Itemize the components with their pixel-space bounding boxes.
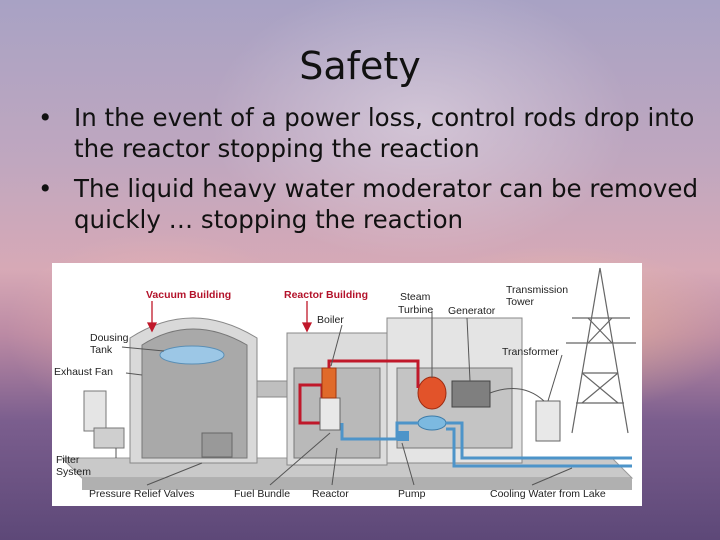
bullet-text: The liquid heavy water moderator can be … <box>74 174 699 234</box>
steam-pipe <box>327 359 420 388</box>
label-boiler: Boiler <box>317 314 344 326</box>
arrow-head <box>146 322 158 333</box>
label-transmission: Transmission <box>506 284 568 296</box>
filter-unit <box>201 432 233 458</box>
bullet-item: • In the event of a power loss, control … <box>36 102 706 164</box>
cooling-water-pipe-2 <box>446 427 632 468</box>
leader-lines <box>115 311 573 486</box>
label-cooling-water: Cooling Water from Lake <box>490 488 606 500</box>
generator-unit <box>451 380 491 408</box>
label-reactor: Reactor <box>312 488 349 500</box>
steam-turbine <box>417 376 447 410</box>
connecting-duct <box>256 380 288 398</box>
bullet-list: • In the event of a power loss, control … <box>36 102 706 244</box>
label-exhaust-fan: Exhaust Fan <box>54 366 113 378</box>
diagram-svg: Vacuum Building Reactor Building Steam T… <box>54 267 636 500</box>
exhaust-fan-unit <box>83 390 107 432</box>
label-pump: Pump <box>398 488 426 500</box>
ground-edge <box>82 478 632 490</box>
label-turbine: Turbine <box>398 304 433 316</box>
label-system: System <box>56 466 91 478</box>
label-tank: Tank <box>90 344 113 356</box>
slide-title: Safety <box>299 44 421 88</box>
cooling-water-pipe-1 <box>446 421 632 460</box>
power-line <box>489 388 545 402</box>
bullet-glyph: • <box>38 103 53 132</box>
label-filter: Filter <box>56 454 80 466</box>
condenser <box>417 415 447 431</box>
label-transformer: Transformer <box>502 346 559 358</box>
label-dousing: Dousing <box>90 332 129 344</box>
transformer-unit <box>535 400 561 442</box>
filter-system-unit <box>93 427 125 449</box>
label-pressure-relief-valves: Pressure Relief Valves <box>89 488 194 500</box>
bullet-text: In the event of a power loss, control ro… <box>74 103 695 163</box>
label-tower: Tower <box>506 296 535 308</box>
label-arrows <box>146 301 313 333</box>
label-vacuum-building: Vacuum Building <box>146 289 231 301</box>
bullet-glyph: • <box>38 174 53 203</box>
label-fuel-bundle: Fuel Bundle <box>234 488 290 500</box>
reactor-core <box>319 397 341 431</box>
label-steam: Steam <box>400 291 431 303</box>
arrow-head <box>301 322 313 333</box>
bullet-item: • The liquid heavy water moderator can b… <box>36 173 706 235</box>
pump-unit <box>397 431 409 441</box>
label-generator: Generator <box>448 305 496 317</box>
nuclear-plant-diagram: Vacuum Building Reactor Building Steam T… <box>52 263 642 506</box>
dousing-tank-water <box>159 345 225 365</box>
transmission-tower <box>566 267 636 434</box>
boiler <box>321 367 337 399</box>
label-reactor-building: Reactor Building <box>284 289 368 301</box>
